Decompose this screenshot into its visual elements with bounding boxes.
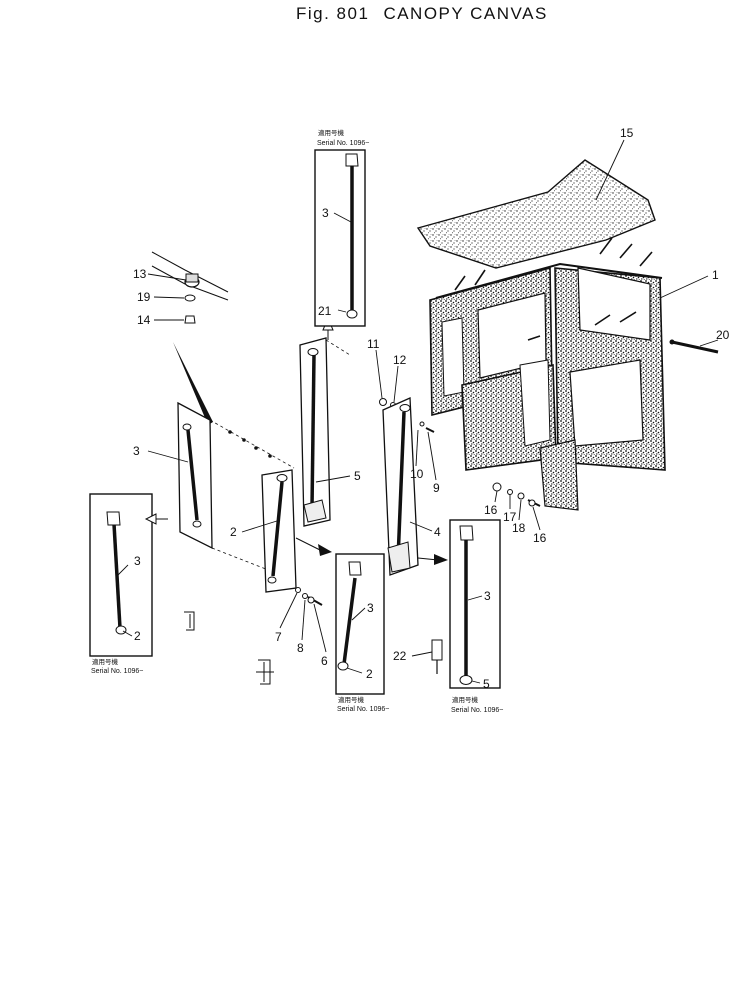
callout-4: 4 bbox=[434, 525, 441, 539]
inset-left-callout-3: 3 bbox=[134, 554, 141, 568]
callout-7: 7 bbox=[275, 630, 282, 644]
inset-top-serial: Serial No. 1096~ bbox=[317, 140, 369, 147]
vertical-plate-part-5 bbox=[299, 316, 351, 527]
inset-center-callout-3: 3 bbox=[367, 601, 374, 615]
callout-20: 20 bbox=[716, 328, 730, 342]
callout-13: 13 bbox=[133, 267, 147, 281]
callout-17: 17 bbox=[503, 510, 517, 524]
inset-top-jp-label: 適用号機 bbox=[318, 128, 345, 137]
inset-top-callout-21: 21 bbox=[318, 304, 332, 318]
callout-10: 10 bbox=[410, 467, 424, 481]
left-side-plate bbox=[177, 401, 295, 581]
callout-14: 14 bbox=[137, 313, 151, 327]
callout-2: 2 bbox=[230, 525, 237, 539]
inset-left-serial: Serial No. 1096~ bbox=[91, 668, 143, 675]
inset-center-callout-2: 2 bbox=[366, 667, 373, 681]
figure-title: Fig. 801 CANOPY CANVAS bbox=[296, 4, 562, 24]
inset-right-jp-label: 適用号機 bbox=[452, 695, 479, 704]
callout-11: 11 bbox=[367, 337, 380, 351]
leader-lines bbox=[116, 139, 719, 684]
inset-right bbox=[431, 519, 501, 689]
figure-name: CANOPY CANVAS bbox=[383, 4, 548, 23]
inset-captions: 適用号機 Serial No. 1096~ 適用号機 Serial No. 10… bbox=[91, 128, 503, 714]
callout-3-left: 3 bbox=[133, 444, 140, 458]
inset-center-serial: Serial No. 1096~ bbox=[337, 706, 389, 713]
strut-plate-part-4 bbox=[382, 397, 448, 576]
clip-parts bbox=[184, 611, 274, 685]
callout-9: 9 bbox=[433, 481, 440, 495]
inset-right-callout-22: 22 bbox=[393, 649, 407, 663]
callout-6: 6 bbox=[321, 654, 328, 668]
callout-16a: 16 bbox=[484, 503, 498, 517]
inset-right-callout-5: 5 bbox=[483, 677, 490, 691]
callout-5: 5 bbox=[354, 469, 361, 483]
callout-8: 8 bbox=[297, 641, 304, 655]
inset-right-callout-3: 3 bbox=[484, 589, 491, 603]
callout-1: 1 bbox=[712, 268, 719, 282]
bracket-assembly-13-19-14 bbox=[151, 251, 229, 324]
fasteners-16-17-18 bbox=[492, 482, 541, 507]
callout-15: 15 bbox=[620, 126, 634, 140]
inset-left bbox=[89, 493, 168, 657]
inset-right-serial: Serial No. 1096~ bbox=[451, 707, 503, 714]
inset-center-jp-label: 適用号機 bbox=[338, 695, 365, 704]
callout-16b: 16 bbox=[533, 531, 547, 545]
callout-18: 18 bbox=[512, 521, 526, 535]
callout-numbers: 15 1 20 13 19 14 11 12 3 2 5 10 9 4 16 1… bbox=[133, 126, 730, 691]
strut-part-2 bbox=[261, 469, 332, 593]
rod-part-20 bbox=[669, 339, 719, 354]
inset-left-jp-label: 適用号機 bbox=[92, 657, 119, 666]
figure-number: Fig. 801 bbox=[296, 4, 370, 23]
inset-center bbox=[335, 553, 385, 695]
inset-top bbox=[314, 149, 366, 327]
callout-19: 19 bbox=[137, 290, 151, 304]
fasteners-7-8-6 bbox=[295, 587, 323, 606]
cab-frame-part-1 bbox=[429, 237, 666, 511]
canopy-canvas-part-15 bbox=[416, 159, 656, 269]
indicator-wedge bbox=[173, 342, 213, 425]
inset-left-callout-2: 2 bbox=[134, 629, 141, 643]
callout-12: 12 bbox=[393, 353, 407, 367]
inset-top-callout-3: 3 bbox=[322, 206, 329, 220]
